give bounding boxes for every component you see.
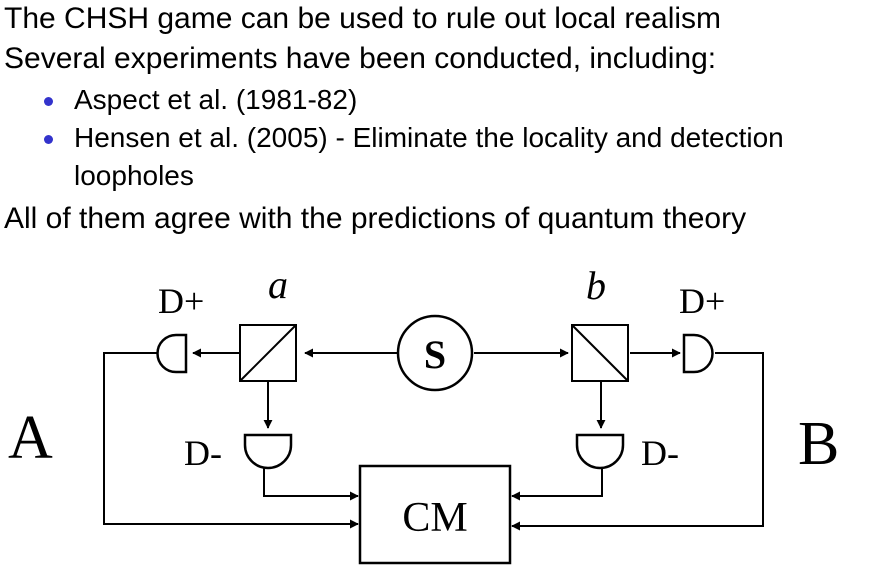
- label-B: B: [798, 410, 839, 478]
- bullet-item-1: Aspect et al. (1981-82): [74, 84, 358, 115]
- bullet-item-2: Hensen et al. (2005) - Eliminate the loc…: [74, 122, 784, 153]
- wire-right-dminus-to-cm: [511, 466, 603, 501]
- cm-label: CM: [402, 495, 467, 541]
- label-b: b: [586, 263, 606, 308]
- source-label: S: [424, 332, 446, 377]
- wire-left-dplus-to-cm: [103, 352, 359, 529]
- wire-right-dplus-to-cm: [511, 352, 764, 531]
- label-dplus-right: D+: [679, 281, 725, 321]
- bullet-item-2-continuation: loopholes: [74, 160, 194, 191]
- heading-line-3: All of them agree with the predictions o…: [4, 202, 747, 235]
- polarizer-b: [571, 324, 629, 382]
- source-circle: [396, 314, 474, 392]
- bullet-dot: [44, 97, 53, 106]
- detector-dplus-left: [156, 333, 188, 374]
- label-dplus-left: D+: [158, 281, 204, 321]
- label-dminus-right: D-: [641, 433, 679, 473]
- detector-dminus-right: [575, 433, 625, 470]
- bullet-dot: [44, 135, 53, 144]
- detector-dminus-left: [243, 433, 293, 470]
- polarizer-a: [239, 324, 297, 382]
- heading-line-2: Several experiments have been conducted,…: [4, 42, 717, 75]
- wire-left-dminus-to-cm: [263, 466, 359, 501]
- label-dminus-left: D-: [184, 433, 222, 473]
- heading-line-1: The CHSH game can be used to rule out lo…: [4, 2, 722, 35]
- detector-dplus-right: [682, 333, 714, 374]
- label-A: A: [8, 404, 53, 472]
- cm-box: [358, 464, 512, 565]
- label-a: a: [268, 262, 288, 307]
